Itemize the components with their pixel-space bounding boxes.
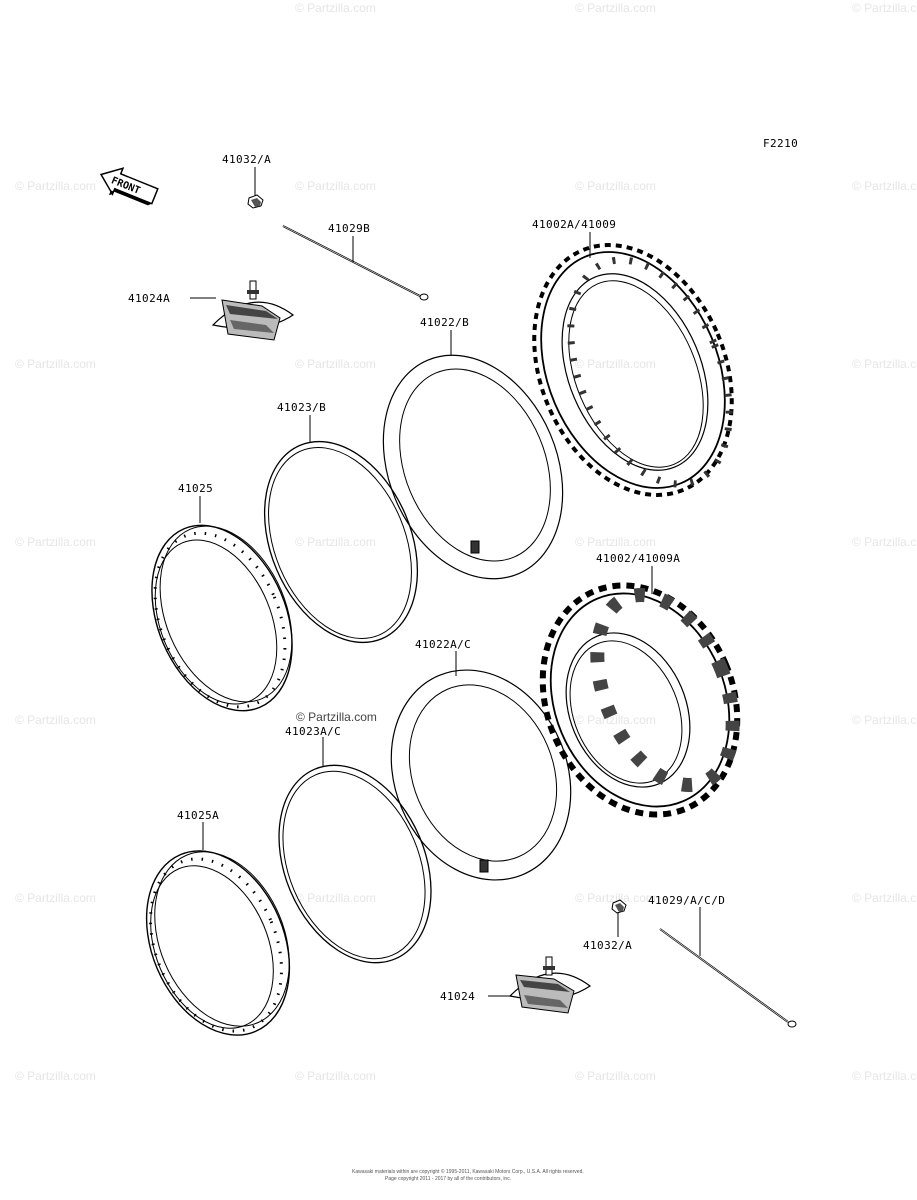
watermark: © Partzilla.com (295, 1, 376, 15)
inner-tube-front (382, 354, 564, 580)
watermark: © Partzilla.com (15, 1069, 96, 1083)
watermark: © Partzilla.com (15, 891, 96, 905)
front-arrow-icon: FRONT (99, 167, 159, 206)
watermark: © Partzilla.com (295, 357, 376, 371)
label-41002a-41009: 41002A/41009 (532, 218, 616, 231)
watermark-layer: © Partzilla.com © Partzilla.com © Partzi… (15, 1, 917, 1083)
watermark: © Partzilla.com (15, 535, 96, 549)
watermark: © Partzilla.com (575, 179, 656, 193)
label-41002-41009a: 41002/41009A (596, 552, 680, 565)
watermark: © Partzilla.com (852, 357, 917, 371)
copyright-line-2: Page copyright 2011 - 2017 by all of the… (385, 1176, 511, 1182)
label-41024a: 41024A (128, 292, 170, 305)
rim-rear (145, 850, 291, 1036)
watermark: © Partzilla.com (852, 1, 917, 15)
label-41029-a-c-d: 41029/A/C/D (648, 894, 725, 907)
label-41025: 41025 (178, 482, 213, 495)
watermark: © Partzilla.com (575, 1, 656, 15)
label-41032-a-top: 41032/A (222, 153, 271, 166)
watermark: © Partzilla.com (295, 535, 376, 549)
inner-tube-rear (390, 669, 572, 881)
spoke-nipple-top (247, 194, 264, 209)
watermark: © Partzilla.com (852, 535, 917, 549)
watermark-dark: © Partzilla.com (296, 710, 377, 724)
watermark: © Partzilla.com (15, 179, 96, 193)
watermark: © Partzilla.com (575, 357, 656, 371)
label-41022a-c: 41022A/C (415, 638, 471, 651)
rim-band-rear (278, 764, 432, 964)
watermark: © Partzilla.com (852, 1069, 917, 1083)
rim-lock-bottom (508, 956, 592, 1014)
tire-front (532, 243, 734, 497)
label-41024: 41024 (440, 990, 475, 1003)
watermark: © Partzilla.com (852, 713, 917, 727)
watermark: © Partzilla.com (295, 1069, 376, 1083)
rim-lock-top (211, 280, 295, 341)
figure-code: F2210 (763, 137, 798, 150)
copyright-line-1: Kawasaki materials within are copyright … (352, 1168, 584, 1175)
watermark: © Partzilla.com (575, 713, 656, 727)
label-41023a-c: 41023A/C (285, 725, 341, 738)
watermark: © Partzilla.com (295, 891, 376, 905)
spoke-nipple-bottom (611, 899, 627, 914)
watermark: © Partzilla.com (295, 179, 376, 193)
watermark: © Partzilla.com (15, 713, 96, 727)
watermark: © Partzilla.com (15, 357, 96, 371)
watermark: © Partzilla.com (852, 179, 917, 193)
label-41032-a-bottom: 41032/A (583, 939, 632, 952)
tire-rear (539, 582, 741, 818)
watermark: © Partzilla.com (852, 891, 917, 905)
watermark: © Partzilla.com (575, 891, 656, 905)
rim-band-front (263, 440, 419, 644)
rim-front (151, 524, 293, 712)
label-41025a: 41025A (177, 809, 219, 822)
watermark: © Partzilla.com (575, 1069, 656, 1083)
label-41029b: 41029B (328, 222, 370, 235)
watermark: © Partzilla.com (575, 535, 656, 549)
label-41023-b: 41023/B (277, 401, 326, 414)
label-41022-b: 41022/B (420, 316, 469, 329)
